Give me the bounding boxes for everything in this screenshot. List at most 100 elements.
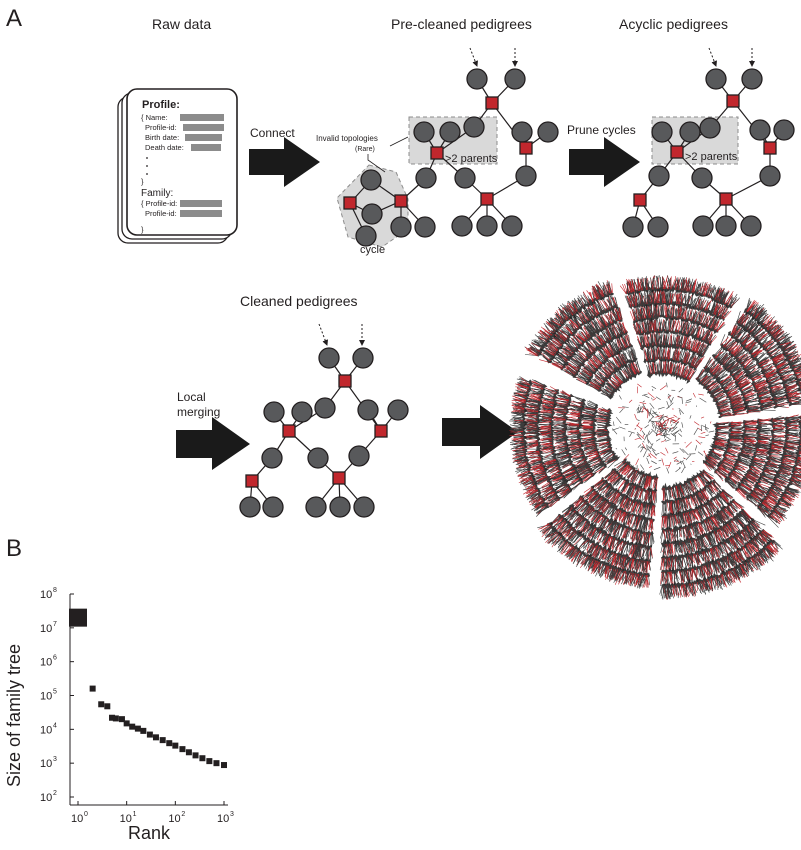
radial-tree-mark: [675, 318, 680, 333]
radial-tree-mark: [583, 311, 590, 321]
radial-tree-mark: [574, 359, 584, 364]
radial-tree-mark: [568, 303, 576, 313]
radial-tree-mark: [669, 346, 671, 360]
radial-tree-mark: [601, 334, 607, 343]
radial-tree-mark: [678, 349, 682, 362]
radial-tree-mark: [681, 337, 686, 348]
radial-tree-mark: [593, 338, 602, 347]
radial-tree-mark: [531, 347, 541, 351]
radial-tree-mark: [686, 368, 695, 380]
radial-tree-mark: [565, 369, 575, 377]
radial-tree-mark: [559, 332, 567, 340]
radial-tree-mark: [530, 347, 540, 353]
radial-tree-mark: [559, 352, 569, 360]
radial-tree-mark: [656, 362, 659, 374]
radial-tree-mark: [662, 334, 666, 346]
radial-tree-mark: [605, 301, 611, 309]
radial-tree-mark: [612, 323, 620, 336]
radial-tree-mark: [567, 343, 577, 350]
radial-tree-mark: [535, 339, 546, 345]
radial-tree-mark: [609, 295, 617, 307]
radial-tree-mark: [686, 368, 690, 379]
radial-tree-mark: [621, 353, 630, 362]
radial-tree-mark: [684, 352, 689, 363]
prune-label: Prune cycles: [567, 123, 636, 137]
radial-tree-mark: [633, 322, 639, 334]
radial-tree-mark: [590, 326, 595, 334]
radial-tree-mark: [608, 281, 612, 294]
radial-tree-mark: [539, 330, 550, 339]
radial-tree-mark: [534, 334, 546, 345]
radial-tree-mark: [673, 347, 677, 361]
radial-tree-mark: [540, 351, 551, 361]
radial-tree-mark: [586, 323, 595, 334]
radial-tree-mark: [648, 336, 650, 347]
radial-tree-mark: [649, 365, 653, 374]
radial-tree-mark: [687, 367, 693, 380]
radial-tree-mark: [554, 357, 565, 366]
radial-tree-mark: [574, 336, 581, 346]
radial-tree-mark: [659, 319, 662, 332]
radial-tree-mark: [563, 323, 575, 333]
stage-title-acyclic: Acyclic pedigrees: [619, 16, 728, 32]
radial-tree-mark: [604, 314, 611, 325]
radial-tree-mark: [667, 347, 671, 360]
radial-tree-mark: [591, 357, 601, 366]
radial-tree-mark: [597, 288, 601, 298]
radial-tree-mark: [601, 296, 610, 310]
radial-tree-mark: [534, 341, 545, 346]
radial-tree-mark: [597, 304, 602, 313]
radial-tree-mark: [548, 342, 558, 352]
radial-tree-mark: [590, 357, 599, 368]
radial-tree-mark: [590, 291, 593, 302]
radial-tree-mark: [572, 338, 580, 348]
radial-tree-mark: [559, 336, 566, 342]
radial-tree-mark: [628, 334, 631, 346]
radial-tree-mark: [614, 374, 622, 385]
radial-tree-mark: [685, 369, 691, 379]
radial-tree-mark: [575, 350, 586, 362]
radial-tree-mark: [643, 349, 646, 362]
radial-tree-mark: [550, 317, 562, 326]
radial-tree-mark: [601, 386, 613, 395]
radial-tree-mark: [674, 362, 679, 375]
radial-tree-mark: [539, 335, 548, 342]
stage-title-cleaned: Cleaned pedigrees: [240, 293, 358, 309]
radial-tree-mark: [559, 313, 565, 323]
radial-tree-mark: [640, 336, 642, 348]
radial-tree-mark: [580, 332, 587, 341]
radial-tree-mark: [644, 351, 648, 361]
radial-tree-mark: [610, 312, 613, 324]
radial-tree-mark: [678, 335, 683, 347]
radial-tree-mark: [668, 361, 672, 374]
radial-tree-mark: [586, 290, 595, 302]
radial-tree-mark: [543, 327, 553, 336]
radial-tree-mark: [587, 364, 594, 374]
radial-tree-mark: [597, 301, 603, 313]
radial-tree-mark: [615, 306, 622, 320]
radial-tree-mark: [565, 326, 572, 335]
radial-tree-mark: [672, 336, 674, 346]
radial-tree-mark: [559, 308, 570, 318]
radial-tree-mark: [573, 301, 579, 311]
radial-tree-mark: [612, 356, 620, 368]
radial-tree-mark: [581, 311, 590, 321]
radial-tree-mark: [568, 321, 578, 330]
radial-tree-mark: [592, 308, 596, 317]
radial-tree-mark: [592, 303, 600, 315]
radial-tree-mark: [682, 366, 688, 378]
radial-tree-mark: [596, 372, 606, 382]
radial-tree-mark: [578, 311, 587, 323]
profile-death-line: Death date:: [145, 143, 184, 152]
radial-tree-mark: [568, 305, 575, 315]
radial-tree-mark: [604, 284, 610, 295]
radial-tree-mark: [564, 348, 574, 354]
radial-tree-mark: [657, 335, 660, 346]
radial-tree-mark: [577, 374, 588, 382]
radial-tree-mark: [593, 356, 603, 364]
radial-tree-mark: [677, 363, 681, 376]
radial-tree-mark: [550, 342, 558, 351]
radial-tree-mark: [680, 334, 684, 348]
radial-tree-mark: [667, 333, 670, 346]
radial-tree-mark: [614, 357, 621, 367]
